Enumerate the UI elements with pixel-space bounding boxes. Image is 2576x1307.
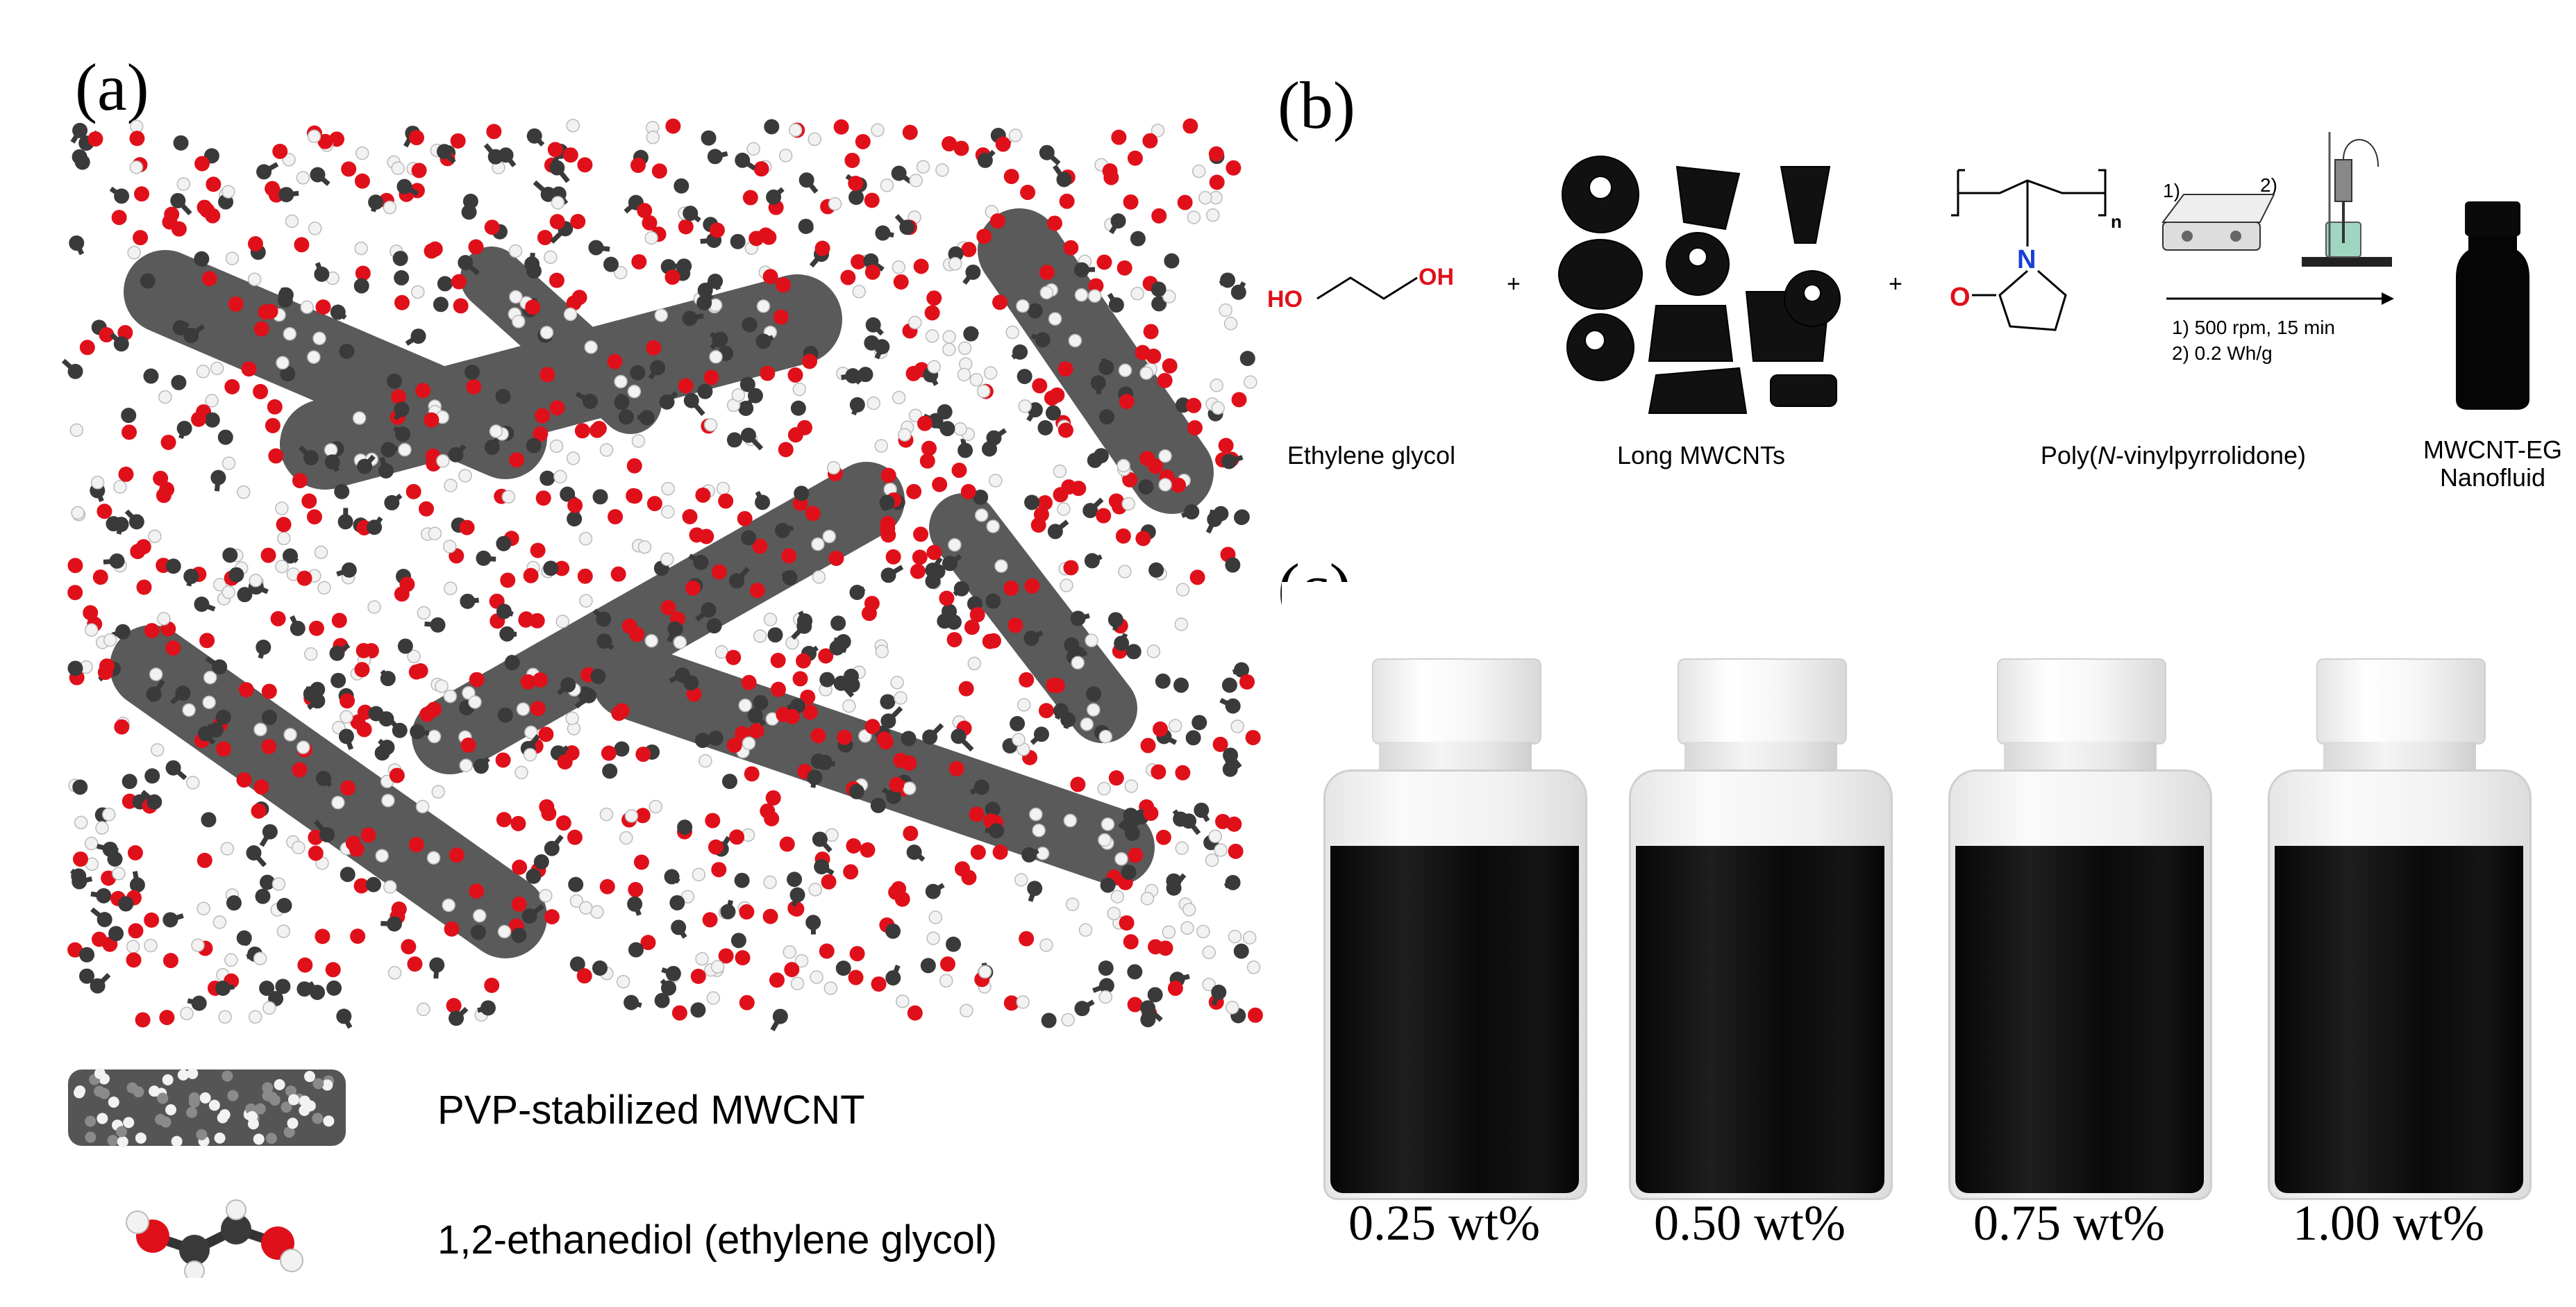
plus-sign-2: + — [1889, 271, 1902, 297]
legend-label-ethylene-glycol: 1,2-ethanediol (ethylene glycol) — [437, 1217, 998, 1263]
vial-neck — [2004, 742, 2157, 769]
ethylene-glycol-structure: HO OH — [1267, 264, 1454, 313]
pvp-structure: N O n — [1950, 169, 2122, 331]
vial-3 — [1948, 658, 2212, 1200]
legend-label-pvp-mwcnt: PVP-stabilized MWCNT — [437, 1088, 865, 1133]
vials-photograph — [1282, 582, 2576, 1307]
vial-liquid — [1330, 846, 1579, 1193]
ethylene-glycol-legend-icon — [126, 1199, 303, 1278]
vial-neck — [1379, 742, 1532, 769]
label-long-mwcnts: Long MWCNTs — [1616, 441, 1786, 469]
vial-neck — [2323, 742, 2476, 769]
label-product: MWCNT-EG Nanofluid — [2409, 436, 2576, 492]
vial-1 — [1323, 658, 1587, 1200]
vial-label-1: 0.25 wt% — [1348, 1195, 1540, 1251]
vial-liquid — [2275, 846, 2523, 1193]
vial-cap — [1372, 658, 1541, 744]
condition-2: 2) 0.2 Wh/g — [2172, 342, 2273, 364]
reaction-arrow — [2166, 292, 2394, 305]
vial-2 — [1629, 658, 1893, 1200]
vial-liquid — [1636, 846, 1884, 1193]
vial-cap — [1678, 658, 1847, 744]
nanotube-3 — [412, 462, 905, 774]
step1-marker: 1) — [2163, 180, 2180, 201]
product-line2: Nanofluid — [2439, 463, 2546, 492]
vial-liquid — [1955, 846, 2204, 1193]
vial-4 — [2268, 658, 2532, 1200]
plus-sign-1: + — [1507, 271, 1521, 297]
label-ethylene-glycol: Ethylene glycol — [1287, 441, 1456, 469]
panel-label-b: (b) — [1278, 68, 1355, 142]
atom-oh: OH — [1419, 264, 1454, 290]
atom-n: N — [2017, 245, 2036, 274]
pvp-mwcnt-legend-icon — [68, 1067, 346, 1147]
condition-1: 1) 500 rpm, 15 min — [2172, 317, 2335, 338]
product-vial-drawing — [2456, 201, 2529, 410]
label-pvp: Poly(N-vinylpyrrolidone) — [2040, 441, 2307, 469]
atom-o: O — [1950, 283, 1971, 312]
product-line1: MWCNT-EG — [2423, 435, 2562, 464]
molecular-simulation-render — [61, 118, 1263, 1032]
vial-label-2: 0.50 wt% — [1654, 1195, 1846, 1251]
nanotube-7 — [929, 493, 1137, 743]
vial-label-4: 1.00 wt% — [2293, 1195, 2484, 1251]
vial-cap — [2316, 658, 2486, 744]
panel-label-a: (a) — [75, 50, 149, 124]
vial-neck — [1684, 742, 1837, 769]
vial-label-3: 0.75 wt% — [1973, 1195, 2165, 1251]
atom-ho: HO — [1267, 286, 1303, 313]
stirrer-sonicator-drawing — [2161, 132, 2392, 267]
step2-marker: 2) — [2260, 174, 2277, 196]
long-mwcnts-drawing — [1558, 156, 1841, 414]
vial-cap — [1997, 658, 2166, 744]
subscript-n: n — [2111, 211, 2122, 232]
